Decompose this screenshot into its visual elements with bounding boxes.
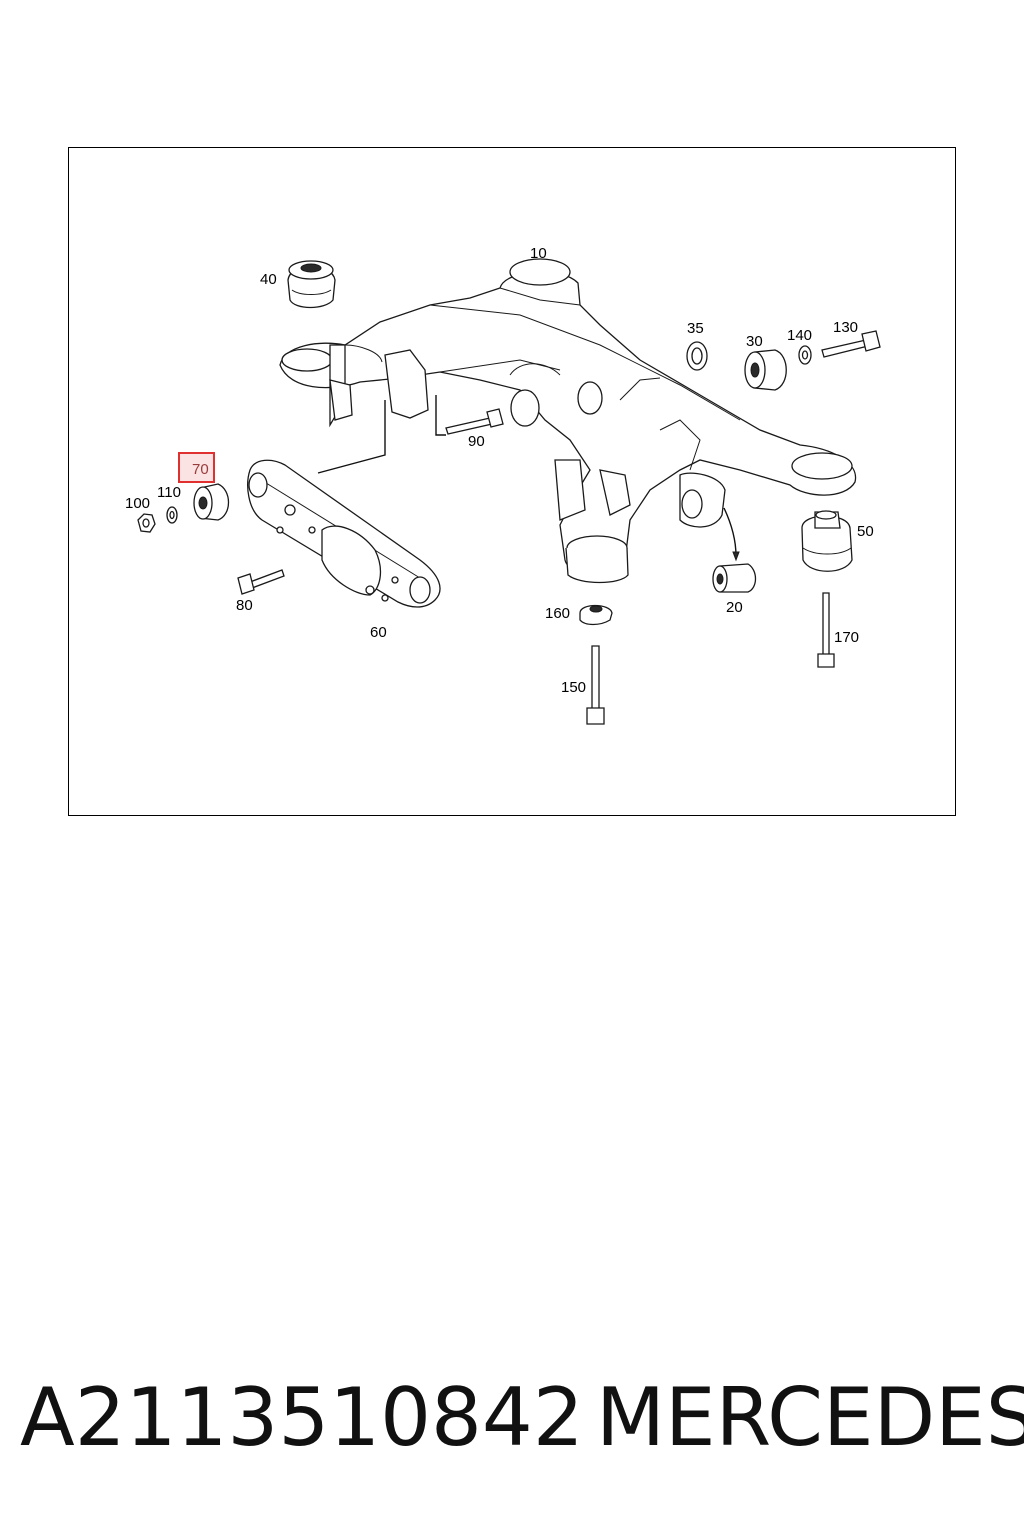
callout-70: 70 xyxy=(192,461,209,478)
bushing-20 xyxy=(712,507,757,593)
mount-40 xyxy=(287,260,336,309)
callout-60: 60 xyxy=(370,624,387,641)
bolt-130 xyxy=(821,330,881,358)
callout-20: 20 xyxy=(726,599,743,616)
nut-100 xyxy=(137,513,156,533)
highlight-box-70 xyxy=(178,452,215,483)
callout-30: 30 xyxy=(746,333,763,350)
callout-140: 140 xyxy=(787,327,812,344)
bolt-170 xyxy=(817,592,835,668)
callout-50: 50 xyxy=(857,523,874,540)
brand-name: MERCEDES xyxy=(596,1371,1024,1464)
callout-150: 150 xyxy=(561,679,586,696)
washer-110 xyxy=(166,506,178,524)
arm-plate-60 xyxy=(247,400,441,608)
part-caption: A2113510842 MERCEDES xyxy=(20,1368,1024,1468)
mount-50 xyxy=(801,510,853,572)
callout-160: 160 xyxy=(545,605,570,622)
callout-100: 100 xyxy=(125,495,150,512)
callout-35: 35 xyxy=(687,320,704,337)
ring-35 xyxy=(686,341,708,371)
callout-170: 170 xyxy=(834,629,859,646)
subframe-10 xyxy=(279,258,857,584)
bolt-150 xyxy=(586,645,605,725)
callout-80: 80 xyxy=(236,597,253,614)
callout-40: 40 xyxy=(260,271,277,288)
washer-140 xyxy=(798,345,812,365)
callout-10: 10 xyxy=(530,245,547,262)
bushing-70 xyxy=(193,483,230,521)
bolt-90 xyxy=(435,395,504,436)
part-number: A2113510842 xyxy=(20,1371,584,1464)
bushing-30 xyxy=(744,349,787,391)
callout-90: 90 xyxy=(468,433,485,450)
callout-130: 130 xyxy=(833,319,858,336)
callout-110: 110 xyxy=(157,484,181,501)
bolt-80 xyxy=(237,569,285,595)
washer-160 xyxy=(579,604,613,626)
